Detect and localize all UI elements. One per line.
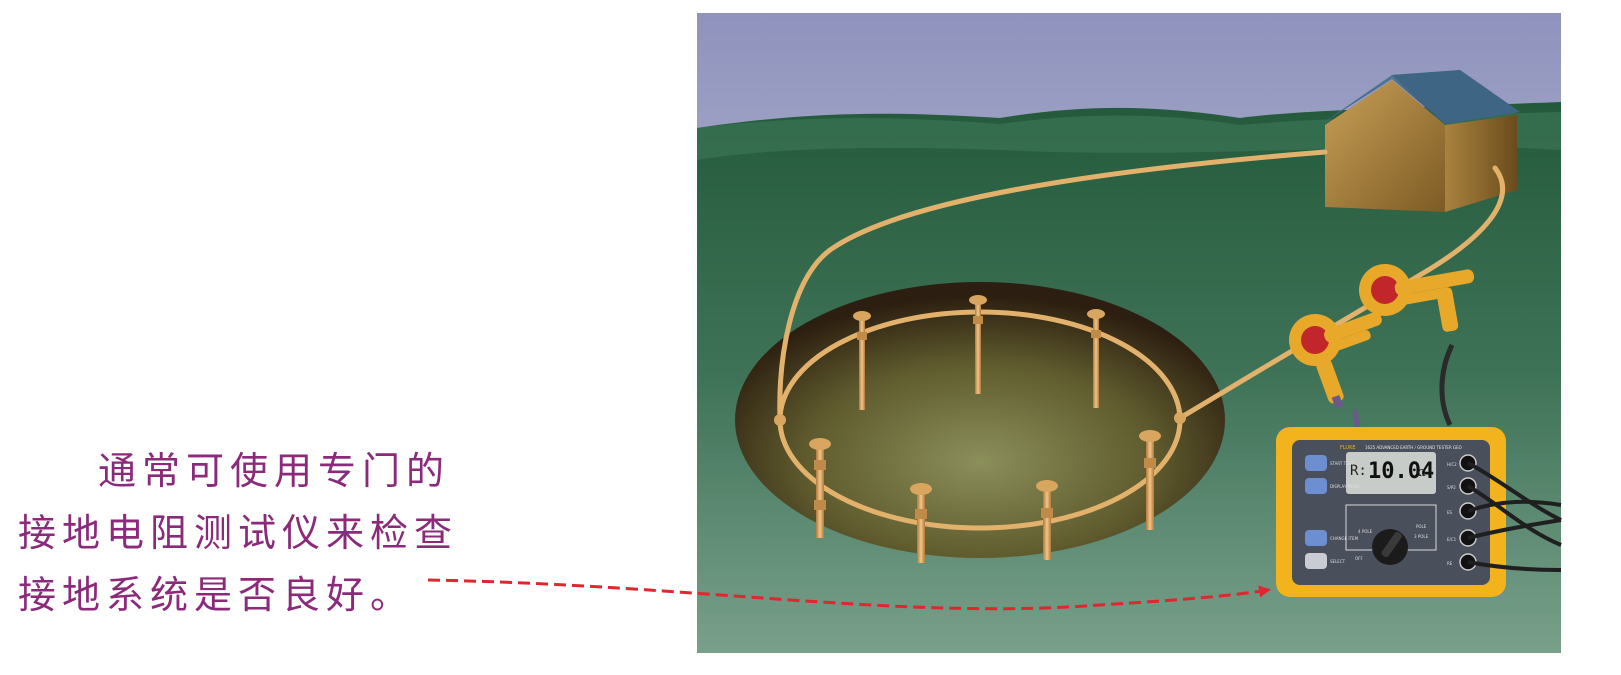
ground-rod	[809, 438, 831, 538]
change-item-button[interactable]	[1305, 530, 1327, 546]
ground-rod	[1139, 430, 1161, 530]
caption-line-2: 接地电阻测试仪来检查	[18, 511, 459, 555]
dial-label-4pole: 4 POLE	[1358, 529, 1373, 534]
excavation-pit	[735, 282, 1225, 558]
display-value: 10.04	[1368, 459, 1434, 484]
display-label: R:	[1350, 463, 1367, 479]
current-clamp	[1289, 312, 1382, 410]
model-label: 1625 ADVANCED EARTH / GROUND TESTER GEO	[1365, 445, 1462, 450]
ground-rod	[853, 311, 871, 410]
test-leads	[1466, 461, 1562, 572]
dial-label-off: OFF	[1355, 556, 1363, 561]
start-test-button[interactable]	[1305, 455, 1327, 471]
caption-text: 通常可使用专门的 接地电阻测试仪来检查 接地系统是否良好。	[18, 440, 538, 626]
display-menu-label: DISPLAY MENU	[1330, 484, 1360, 489]
ground-rod	[1036, 480, 1058, 560]
brand-label: FLUKE	[1340, 445, 1356, 451]
select-label: SELECT	[1330, 559, 1346, 564]
start-test-label: START TEST	[1330, 461, 1354, 466]
ground-rod	[1087, 309, 1105, 408]
terminal-label: S/P2	[1447, 485, 1456, 490]
dial-label-3pole: 3 POLE	[1414, 534, 1429, 539]
terminal-label: E/C1	[1447, 537, 1457, 542]
voltage-clamp	[1359, 264, 1475, 332]
clamp-cable	[1439, 343, 1455, 427]
dial-label-pole: POLE	[1416, 524, 1427, 529]
ground-rod	[969, 295, 987, 394]
ground-rod	[910, 483, 932, 563]
select-button[interactable]	[1305, 553, 1327, 569]
caption-line-1: 通常可使用专门的	[98, 449, 451, 493]
lcd-display	[1346, 452, 1436, 494]
earth-ground-tester: R: 10.04 Ω FLUKE 1625 ADVANCED EARTH / G…	[1276, 427, 1562, 597]
house	[1320, 70, 1520, 212]
caption-line-3: 接地系统是否良好。	[18, 573, 415, 617]
ground-rods	[774, 295, 1186, 563]
terminal-label: RE	[1447, 561, 1453, 566]
pointer-arrow	[427, 578, 1271, 611]
terminal-label: H/C2	[1447, 462, 1457, 467]
terminal-label: ES	[1447, 510, 1453, 515]
display-menu-button[interactable]	[1305, 478, 1327, 494]
change-item-label: CHANGE ITEM	[1330, 536, 1359, 541]
display-unit: Ω	[1418, 468, 1426, 479]
